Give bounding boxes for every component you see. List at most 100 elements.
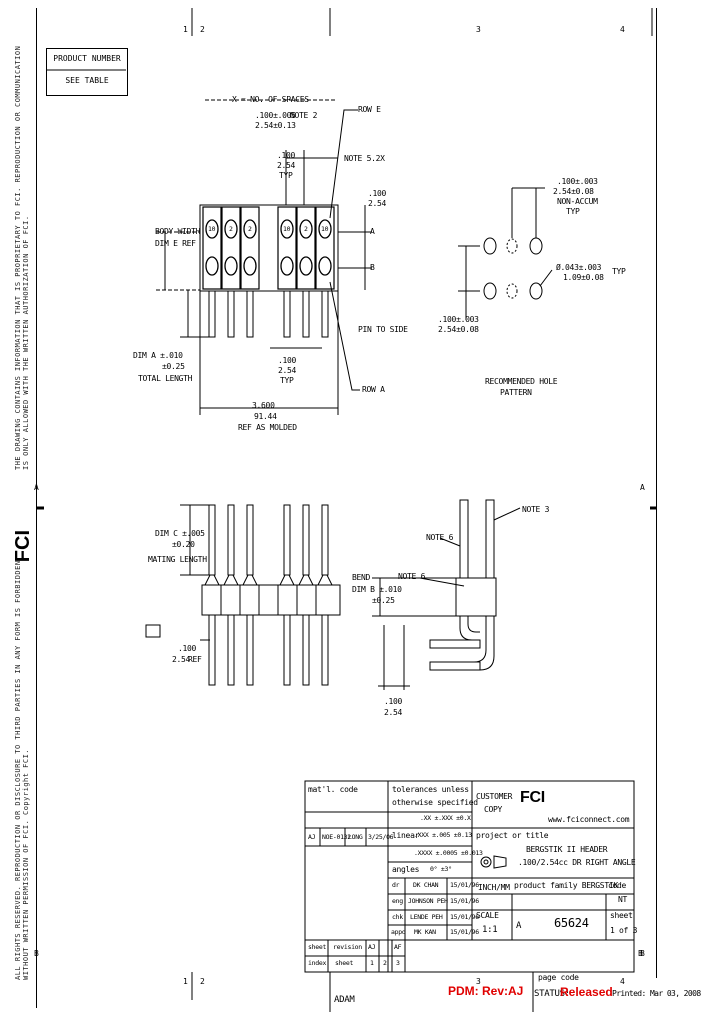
rev-row-ecn: NOE-0132 (322, 833, 351, 841)
product-family: product family BERGSTIK (514, 881, 618, 890)
website: www.fciconnect.com (548, 815, 630, 824)
dim-c-label: DIM C ±.005 (155, 529, 205, 538)
title-line-1: BERGSTIK II HEADER (526, 845, 608, 854)
hole-non-accum: NON-ACCUM (557, 197, 598, 206)
product-number-value: SEE TABLE (65, 76, 109, 85)
pin-number: 10 (321, 225, 329, 233)
overall-mm: 91.44 (254, 412, 277, 421)
zone-bottom-1: 1 (183, 977, 188, 986)
status-label: STATUS: (534, 989, 570, 999)
pin-number: 10 (283, 225, 291, 233)
mating-length-label: MATING LENGTH (148, 555, 207, 564)
hole-pattern (458, 187, 553, 320)
front-view (145, 504, 341, 686)
scale-value: 1:1 (482, 925, 498, 935)
scale-label: SCALE (476, 911, 499, 920)
pitch2-mm: 2.54 (278, 366, 297, 375)
hole-pitch2-mm: 2.54±0.08 (438, 325, 479, 334)
side-pitch-mm: 2.54 (384, 708, 403, 717)
tolerance-line-3: .XX ±.XXX ±0.X (420, 814, 471, 822)
side-note3: NOTE 3 (522, 505, 550, 514)
copy-label: COPY (484, 805, 503, 814)
rev-row-date: 3/25/06 (368, 833, 394, 841)
adam-label: ADAM (334, 995, 355, 1005)
front-pitch-in: .100 (178, 644, 197, 653)
dim-a-label: DIM A ±.010 (133, 351, 183, 360)
page-code-label: page code (538, 973, 579, 982)
zone-top-4: 4 (620, 25, 625, 34)
zone-bottom-3: 3 (476, 977, 481, 986)
side-pitch-in: .100 (384, 697, 403, 706)
rev-af-label: AF (394, 943, 402, 951)
project-title-label: project or title (476, 831, 549, 840)
spaces-label: X = NO. OF SPACES (232, 95, 309, 104)
dr-name: DK CHAN (413, 881, 439, 889)
sheet-label: sheet (610, 911, 633, 920)
appd-name: MK KAN (414, 928, 436, 936)
tolerance-line-2: otherwise specified (392, 798, 478, 807)
row-a-label: ROW A (362, 385, 385, 394)
sheet-num-1: 1 (370, 959, 374, 967)
linear-vals-2: .XXXX ±.0005 ±0.013 (414, 849, 483, 857)
hole-caption-2: PATTERN (500, 388, 532, 397)
rev-aj-label: AJ (368, 943, 376, 951)
dr-label: dr (392, 881, 400, 889)
sheet-num-3: 3 (396, 959, 400, 967)
title-block-grid (304, 780, 635, 1012)
zone-right-b: B (640, 949, 645, 958)
typ2-label: TYP (280, 376, 294, 385)
zone-bottom-2: 2 (200, 977, 205, 986)
note2-label: NOTE 2 (290, 111, 318, 120)
drawing-number: 65624 (554, 916, 589, 930)
hole-pitch-mm: 2.54±0.08 (553, 187, 594, 196)
matl-code-label: mat'l. code (308, 785, 358, 794)
hole-typ2: TYP (612, 267, 626, 276)
pin-number: 10 (208, 225, 216, 233)
rev-row-dr: LONG (348, 833, 363, 841)
sheet-value: 1 of 3 (610, 926, 638, 935)
zone-top-1: 1 (183, 25, 188, 34)
right-frame-line (656, 8, 657, 978)
chk-date: 15/01/96 (450, 913, 479, 921)
hole-typ: TYP (566, 207, 580, 216)
nt-label: NT (618, 895, 628, 904)
sheet-num-2: 2 (383, 959, 387, 967)
product-number-box: PRODUCT NUMBER SEE TABLE (46, 48, 128, 96)
dim-b-tol: ±0.25 (372, 596, 395, 605)
eng-date: 15/01/96 (450, 897, 479, 905)
zone-left-a: A (34, 483, 39, 492)
hole-dia-mm: 1.09±0.08 (563, 273, 604, 282)
rev-row-rev: AJ (308, 833, 316, 841)
bend-label: BEND (352, 573, 371, 582)
block-b-label: B (638, 949, 643, 958)
revision-label: revision (333, 943, 362, 951)
front-ref-label: REF (188, 655, 202, 664)
fci-logo-title: FCI (520, 789, 545, 806)
appd-label: appd (391, 928, 406, 936)
top-view (156, 99, 372, 415)
pitch2-in: .100 (278, 356, 297, 365)
pin-number: 2 (229, 225, 233, 233)
appd-date: 15/01/96 (450, 928, 479, 936)
printed-date: Printed: Mar 03, 2008 (612, 989, 701, 998)
linear-label: linear (392, 831, 420, 840)
tolerance-line-1: tolerances unless (392, 785, 469, 794)
front-pitch-mm: 2.54 (172, 655, 191, 664)
projection-symbol (480, 855, 507, 869)
pin-to-side-label: PIN TO SIDE (358, 325, 408, 334)
product-number-label: PRODUCT NUMBER (53, 54, 121, 63)
hole-pitch-in: .100±.003 (557, 177, 598, 186)
dim-b-label: DIM B ±.010 (352, 585, 402, 594)
pdm-revision: PDM: Rev:AJ (448, 984, 524, 998)
side-note6-b: NOTE 6 (398, 572, 426, 581)
zone-right-a: A (640, 483, 645, 492)
row-pitch-mm: 2.54 (368, 199, 387, 208)
linear-vals: .XXX ±.005 ±0.13 (414, 831, 472, 839)
note52x-label: NOTE 5.2X (344, 154, 385, 163)
body-ref-label: DIM E REF (155, 239, 196, 248)
hole-pitch2-in: .100±.003 (438, 315, 479, 324)
pitch-typ-in: .100 (277, 151, 296, 160)
b-label: B (370, 263, 375, 272)
status-released: Released (560, 985, 613, 999)
eng-label: eng (392, 897, 403, 905)
